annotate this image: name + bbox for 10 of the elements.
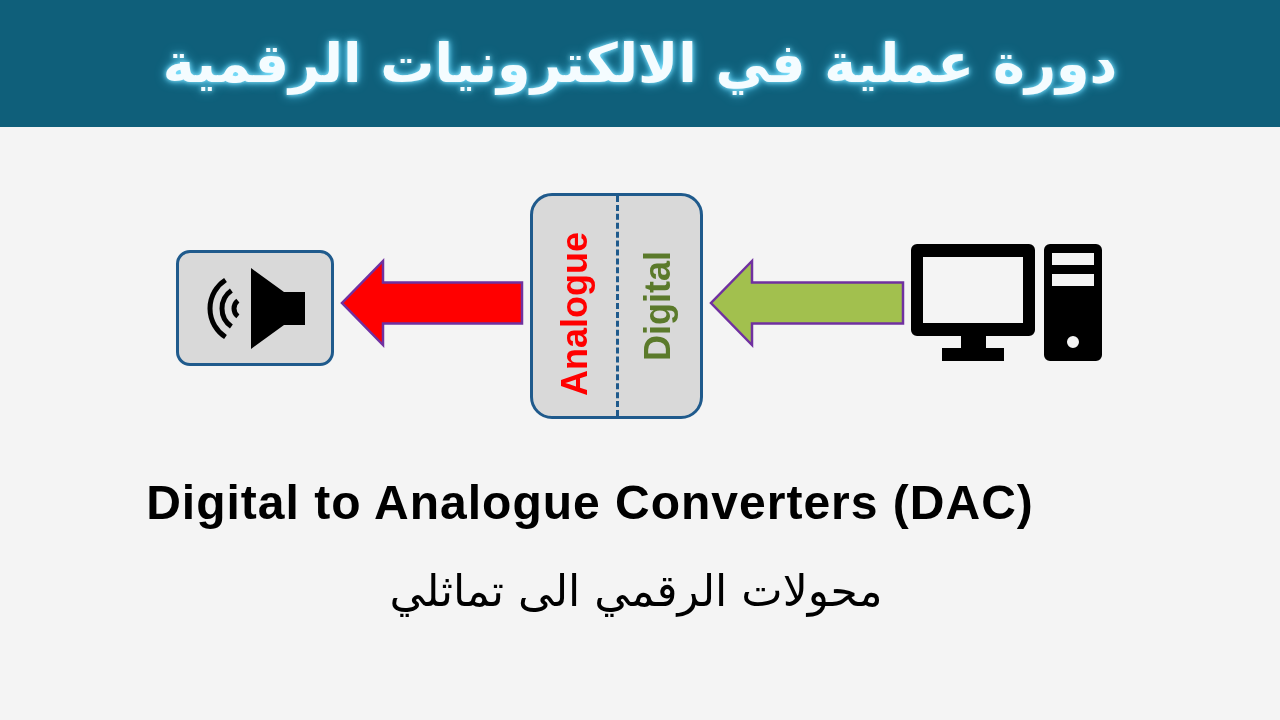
- caption: Digital to Analogue Converters (DAC): [146, 476, 1034, 529]
- speaker-box: [176, 250, 334, 366]
- rotated-label: Analogue: [556, 232, 593, 396]
- block-arrow: [340, 257, 524, 349]
- desktop-computer-icon: [911, 244, 1102, 361]
- subtitle: محولات الرقمي الى تماثلي: [389, 565, 883, 616]
- rotated-label: Digital: [640, 251, 677, 361]
- title: دورة عملية في الالكترونيات الرقمية: [162, 30, 1118, 97]
- block-arrow: [709, 257, 905, 349]
- converter-box: [530, 193, 703, 419]
